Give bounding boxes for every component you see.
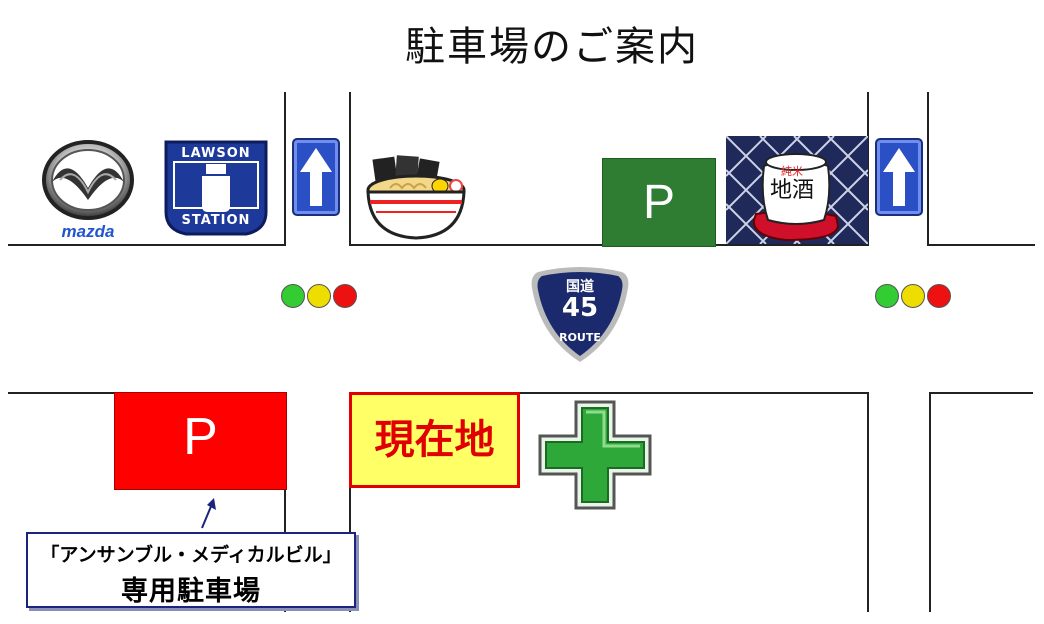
sake-top-text: 純米	[781, 165, 803, 178]
traffic-light-red	[333, 284, 357, 308]
route-word: ROUTE	[559, 331, 601, 344]
parking-north-label: P	[642, 176, 675, 229]
road-edge-top-mid-left-vertical	[349, 92, 351, 246]
lawson-top-text: LAWSON	[181, 146, 251, 161]
road-edge-top-left-vertical	[284, 92, 286, 246]
traffic-light-green	[875, 284, 899, 308]
sake-main-text: 地酒	[770, 178, 815, 203]
traffic-light-right	[873, 282, 953, 308]
road-edge-bottom-mid-left-vertical	[349, 392, 351, 612]
lawson-logo-icon	[164, 140, 268, 236]
parking-lot-north: P	[602, 158, 716, 247]
road-edge-bottom-right-vertical	[929, 392, 931, 612]
road-edge-top-right-vertical	[927, 92, 929, 246]
ramen-icon	[366, 155, 466, 240]
mazda-logo-icon	[42, 140, 134, 220]
one-way-arrow-icon	[300, 148, 332, 206]
current-location-marker: 現在地	[349, 392, 520, 488]
mazda-label: mazda	[61, 222, 115, 241]
pharmacy-cross-icon	[538, 400, 652, 510]
traffic-light-red	[927, 284, 951, 308]
dedicated-parking-note: 「アンサンブル・メディカルビル」 専用駐車場	[26, 532, 356, 608]
traffic-light-green	[281, 284, 305, 308]
road-edge-bottom-left-vertical	[284, 392, 286, 612]
page-title: 駐車場のご案内	[405, 24, 699, 70]
route-top-text: 国道	[566, 279, 594, 295]
route-shield-icon	[531, 267, 629, 362]
traffic-light-left	[279, 282, 359, 308]
one-way-sign-right	[875, 138, 923, 216]
traffic-light-yellow	[901, 284, 925, 308]
parking-note-caption: 専用駐車場	[121, 576, 261, 607]
road-edge-top-left	[8, 244, 286, 246]
parking-lot-dedicated: P	[114, 392, 287, 490]
road-edge-top-right	[927, 244, 1035, 246]
one-way-sign-left	[292, 138, 340, 216]
road-edge-top-mid-right-vertical	[867, 92, 869, 246]
parking-note-building: 「アンサンブル・メディカルビル」	[40, 544, 342, 566]
parking-dedicated-label: P	[183, 408, 218, 466]
route-number: 45	[561, 293, 599, 323]
sake-barrel-icon	[726, 136, 868, 244]
road-edge-bottom-mid	[349, 392, 869, 394]
pointer-arrow-icon	[201, 498, 216, 529]
lawson-bottom-text: STATION	[181, 213, 251, 228]
road-edge-bottom-right	[929, 392, 1033, 394]
traffic-light-yellow	[307, 284, 331, 308]
one-way-arrow-icon	[883, 148, 915, 206]
road-edge-bottom-mid-right-vertical	[867, 392, 869, 612]
